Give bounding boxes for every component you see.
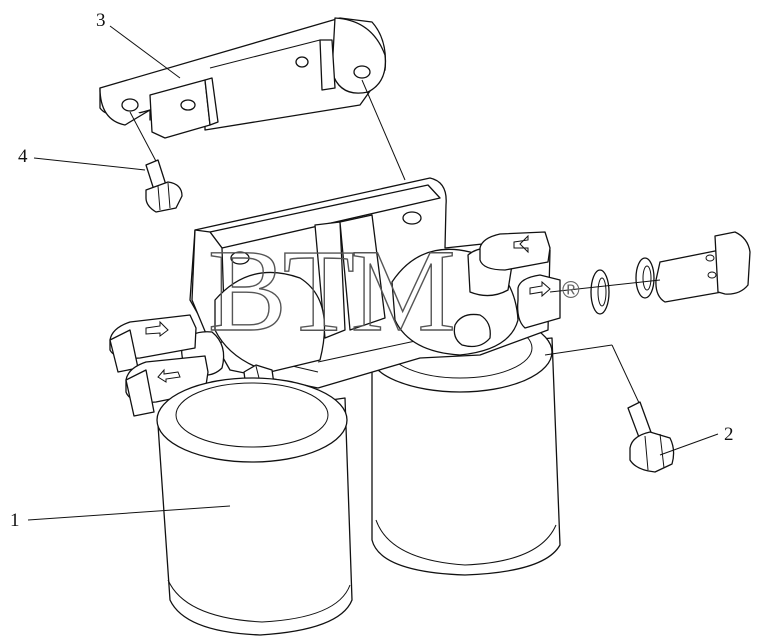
leader-line-1 [27, 505, 231, 521]
seal-ring-icon [590, 269, 610, 315]
hex-bolt-icon [145, 159, 183, 213]
filter-head-manifold [109, 177, 561, 417]
callout-3: 3 [96, 10, 106, 31]
seal-ring-icon [635, 257, 655, 299]
callout-1: 1 [10, 510, 20, 531]
leader-line-4 [33, 157, 146, 171]
watermark-text: BTM [208, 225, 453, 356]
leader-line-3 [109, 25, 181, 79]
banjo-connector-icon [655, 231, 751, 303]
filter-cartridge-icon [156, 377, 353, 636]
watermark-registered-mark: ® [562, 277, 580, 304]
hex-bolt-icon [627, 401, 675, 473]
leader-line-2 [659, 433, 719, 456]
callout-2: 2 [724, 424, 734, 445]
mounting-bracket-icon [99, 17, 387, 139]
callout-4: 4 [18, 146, 28, 167]
brand-watermark: BTM ® [207, 224, 580, 356]
